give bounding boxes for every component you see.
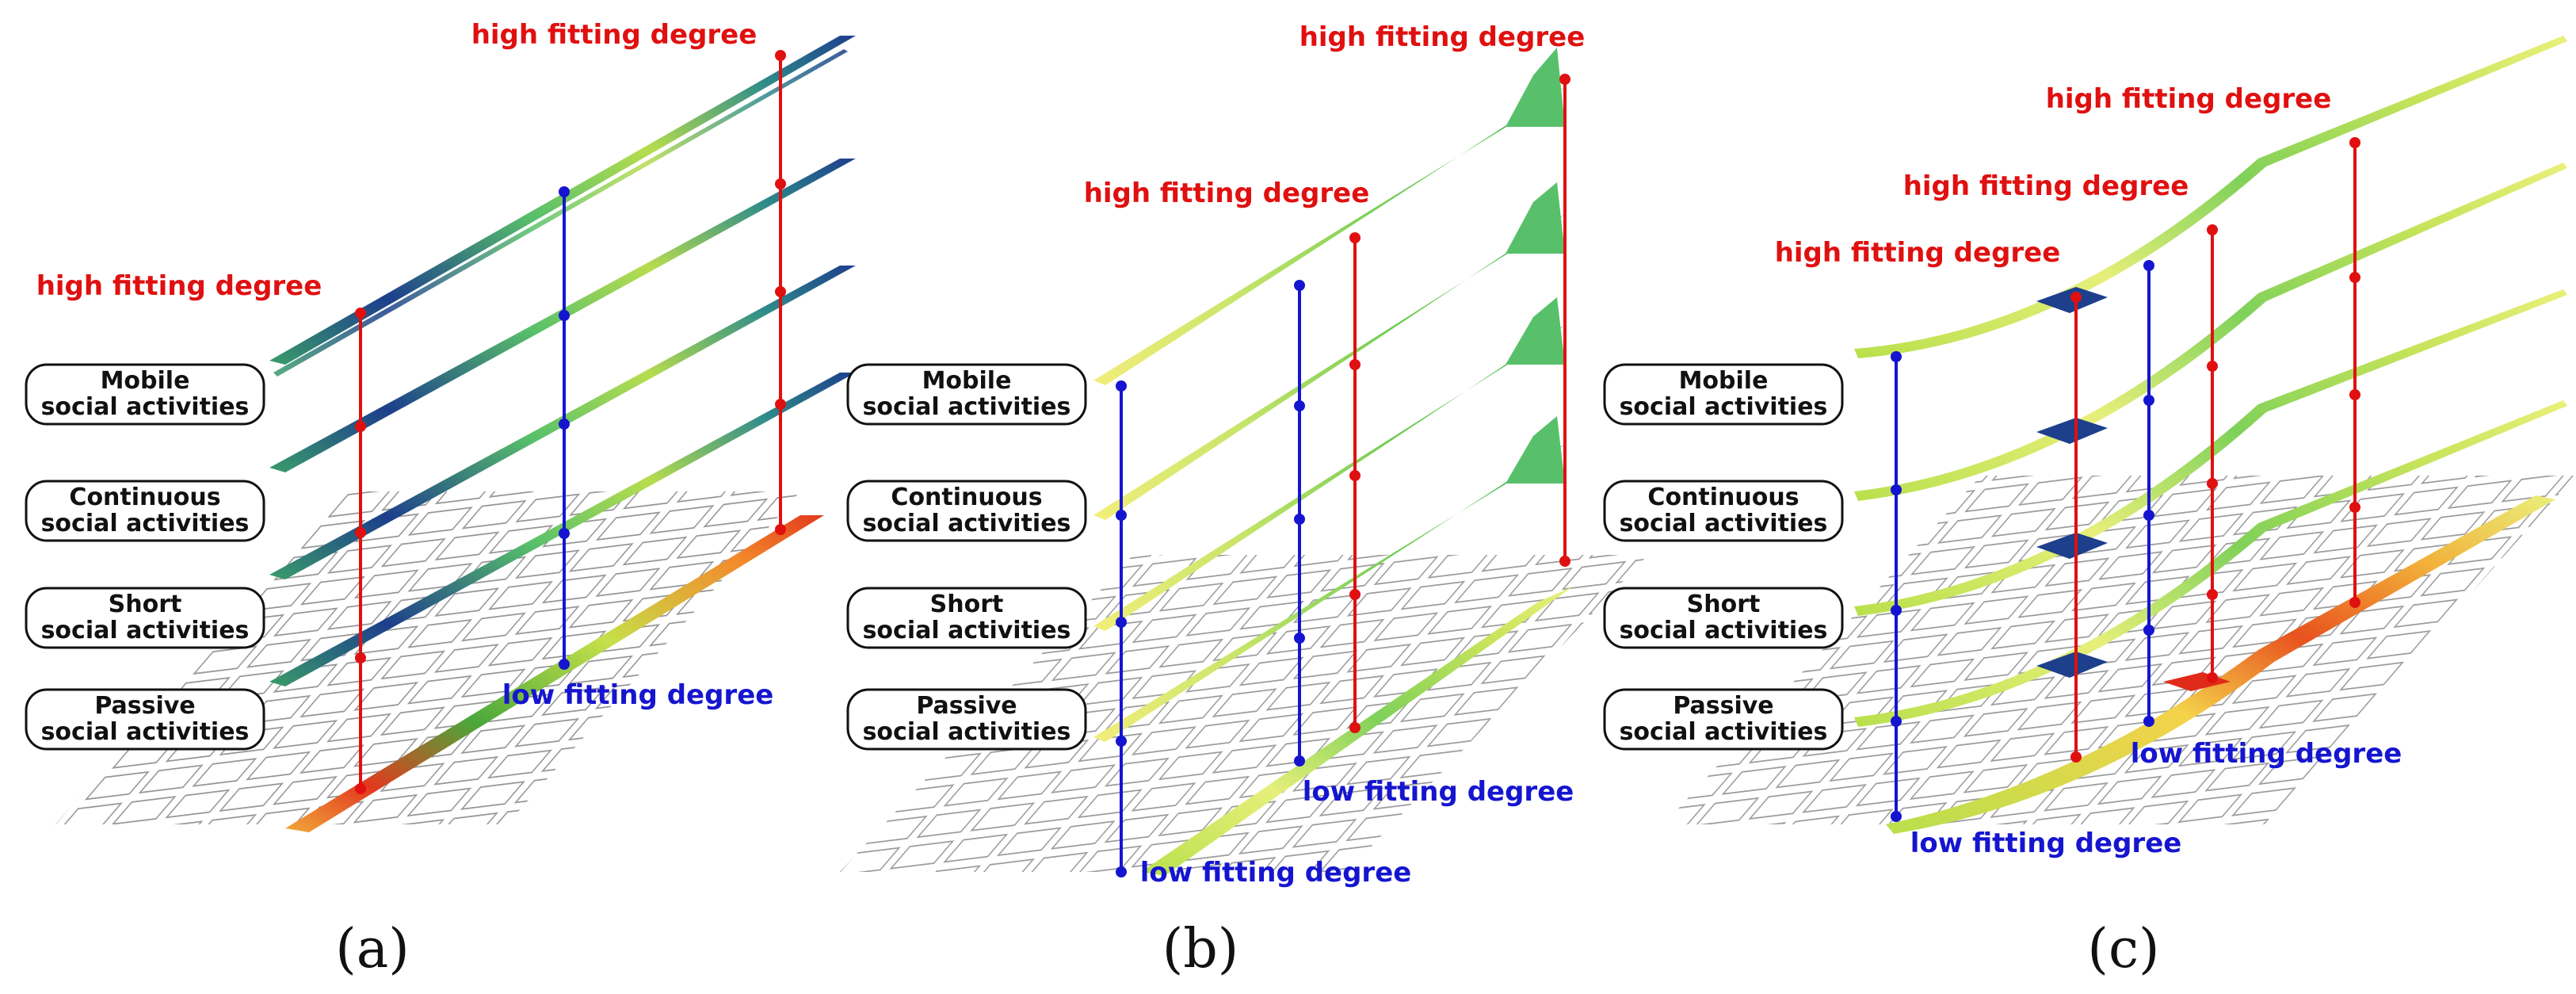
svg-text:Short: Short xyxy=(109,591,182,618)
svg-text:Continuous: Continuous xyxy=(69,484,220,511)
strip-mobile-2 xyxy=(273,49,848,377)
strip-short xyxy=(1093,325,1565,631)
layer-label-continuous: Continuous social activities xyxy=(1603,480,1844,542)
feature-spike xyxy=(1506,48,1565,127)
layer-label-short: Short social activities xyxy=(1603,587,1844,649)
svg-text:social activities: social activities xyxy=(863,718,1071,746)
svg-text:social activities: social activities xyxy=(1620,393,1828,421)
layer-label-mobile: Mobile social activities xyxy=(846,363,1087,426)
svg-text:social activities: social activities xyxy=(41,617,250,644)
panel-caption: (a) xyxy=(335,918,410,981)
high-fitting-label: high fitting degree xyxy=(1775,237,2061,269)
connector-dots xyxy=(355,50,786,794)
layer-label-mobile: Mobile social activities xyxy=(1603,363,1844,426)
svg-text:social activities: social activities xyxy=(1620,510,1828,537)
high-fitting-label: high fitting degree xyxy=(1903,170,2189,202)
low-fitting-label: low fitting degree xyxy=(1140,857,1412,889)
low-fitting-label: low fitting degree xyxy=(502,679,774,711)
low-fitting-label: low fitting degree xyxy=(1303,776,1574,808)
panel-a: high fitting degree high fitting degree … xyxy=(25,19,856,981)
feature-spike xyxy=(1506,297,1565,365)
panel-caption: (b) xyxy=(1162,918,1239,981)
svg-text:Continuous: Continuous xyxy=(1647,484,1799,511)
high-fitting-label: high fitting degree xyxy=(36,270,322,302)
connector-dots xyxy=(1891,137,2360,822)
high-fitting-label: high fitting degree xyxy=(471,19,758,51)
svg-text:social activities: social activities xyxy=(863,510,1071,537)
high-fitting-label: high fitting degree xyxy=(1299,21,1586,53)
svg-text:Continuous: Continuous xyxy=(891,484,1042,511)
feature-spike xyxy=(1506,182,1565,254)
svg-text:Passive: Passive xyxy=(1673,692,1773,720)
strip-base xyxy=(285,515,824,832)
svg-text:Mobile: Mobile xyxy=(922,367,1012,395)
svg-text:Mobile: Mobile xyxy=(1679,367,1769,395)
svg-text:social activities: social activities xyxy=(863,393,1071,421)
strip-mobile xyxy=(1854,36,2567,358)
high-fitting-label: high fitting degree xyxy=(2046,83,2332,115)
layer-label-passive: Passive social activities xyxy=(25,688,265,751)
layer-label-mobile: Mobile social activities xyxy=(25,363,265,426)
svg-text:Mobile: Mobile xyxy=(101,367,190,395)
svg-text:social activities: social activities xyxy=(41,510,250,537)
strip-passive xyxy=(1093,444,1565,742)
svg-text:Short: Short xyxy=(1687,591,1761,618)
strip-mobile xyxy=(1093,87,1565,385)
low-fitting-label: low fitting degree xyxy=(2131,738,2402,770)
low-fitting-label: low fitting degree xyxy=(1910,828,2182,859)
strip-continuous xyxy=(1093,214,1565,520)
base-map xyxy=(1664,476,2575,824)
layer-label-short: Short social activities xyxy=(25,587,265,649)
strip-base xyxy=(1886,495,2555,834)
strip-continuous xyxy=(1854,162,2567,501)
layer-label-continuous: Continuous social activities xyxy=(25,480,265,542)
svg-text:social activities: social activities xyxy=(1620,617,1828,644)
panel-caption: (c) xyxy=(2087,918,2159,981)
base-map xyxy=(840,555,1648,872)
panel-b: high fitting degree high fitting degree … xyxy=(840,21,1648,981)
svg-text:social activities: social activities xyxy=(863,617,1071,644)
svg-text:social activities: social activities xyxy=(41,718,250,746)
svg-text:Passive: Passive xyxy=(916,692,1017,720)
layer-label-passive: Passive social activities xyxy=(1603,688,1844,751)
layer-label-short: Short social activities xyxy=(846,587,1087,649)
svg-text:Short: Short xyxy=(930,591,1004,618)
connector-dots xyxy=(1116,74,1570,877)
svg-text:social activities: social activities xyxy=(41,393,250,421)
high-fitting-label: high fitting degree xyxy=(1084,178,1370,209)
layer-label-passive: Passive social activities xyxy=(846,688,1087,751)
svg-text:social activities: social activities xyxy=(1620,718,1828,746)
panel-c: high fitting degree high fitting degree … xyxy=(1603,36,2575,981)
layer-label-continuous: Continuous social activities xyxy=(846,480,1087,542)
svg-text:Passive: Passive xyxy=(94,692,195,720)
feature-spike xyxy=(1506,416,1565,484)
